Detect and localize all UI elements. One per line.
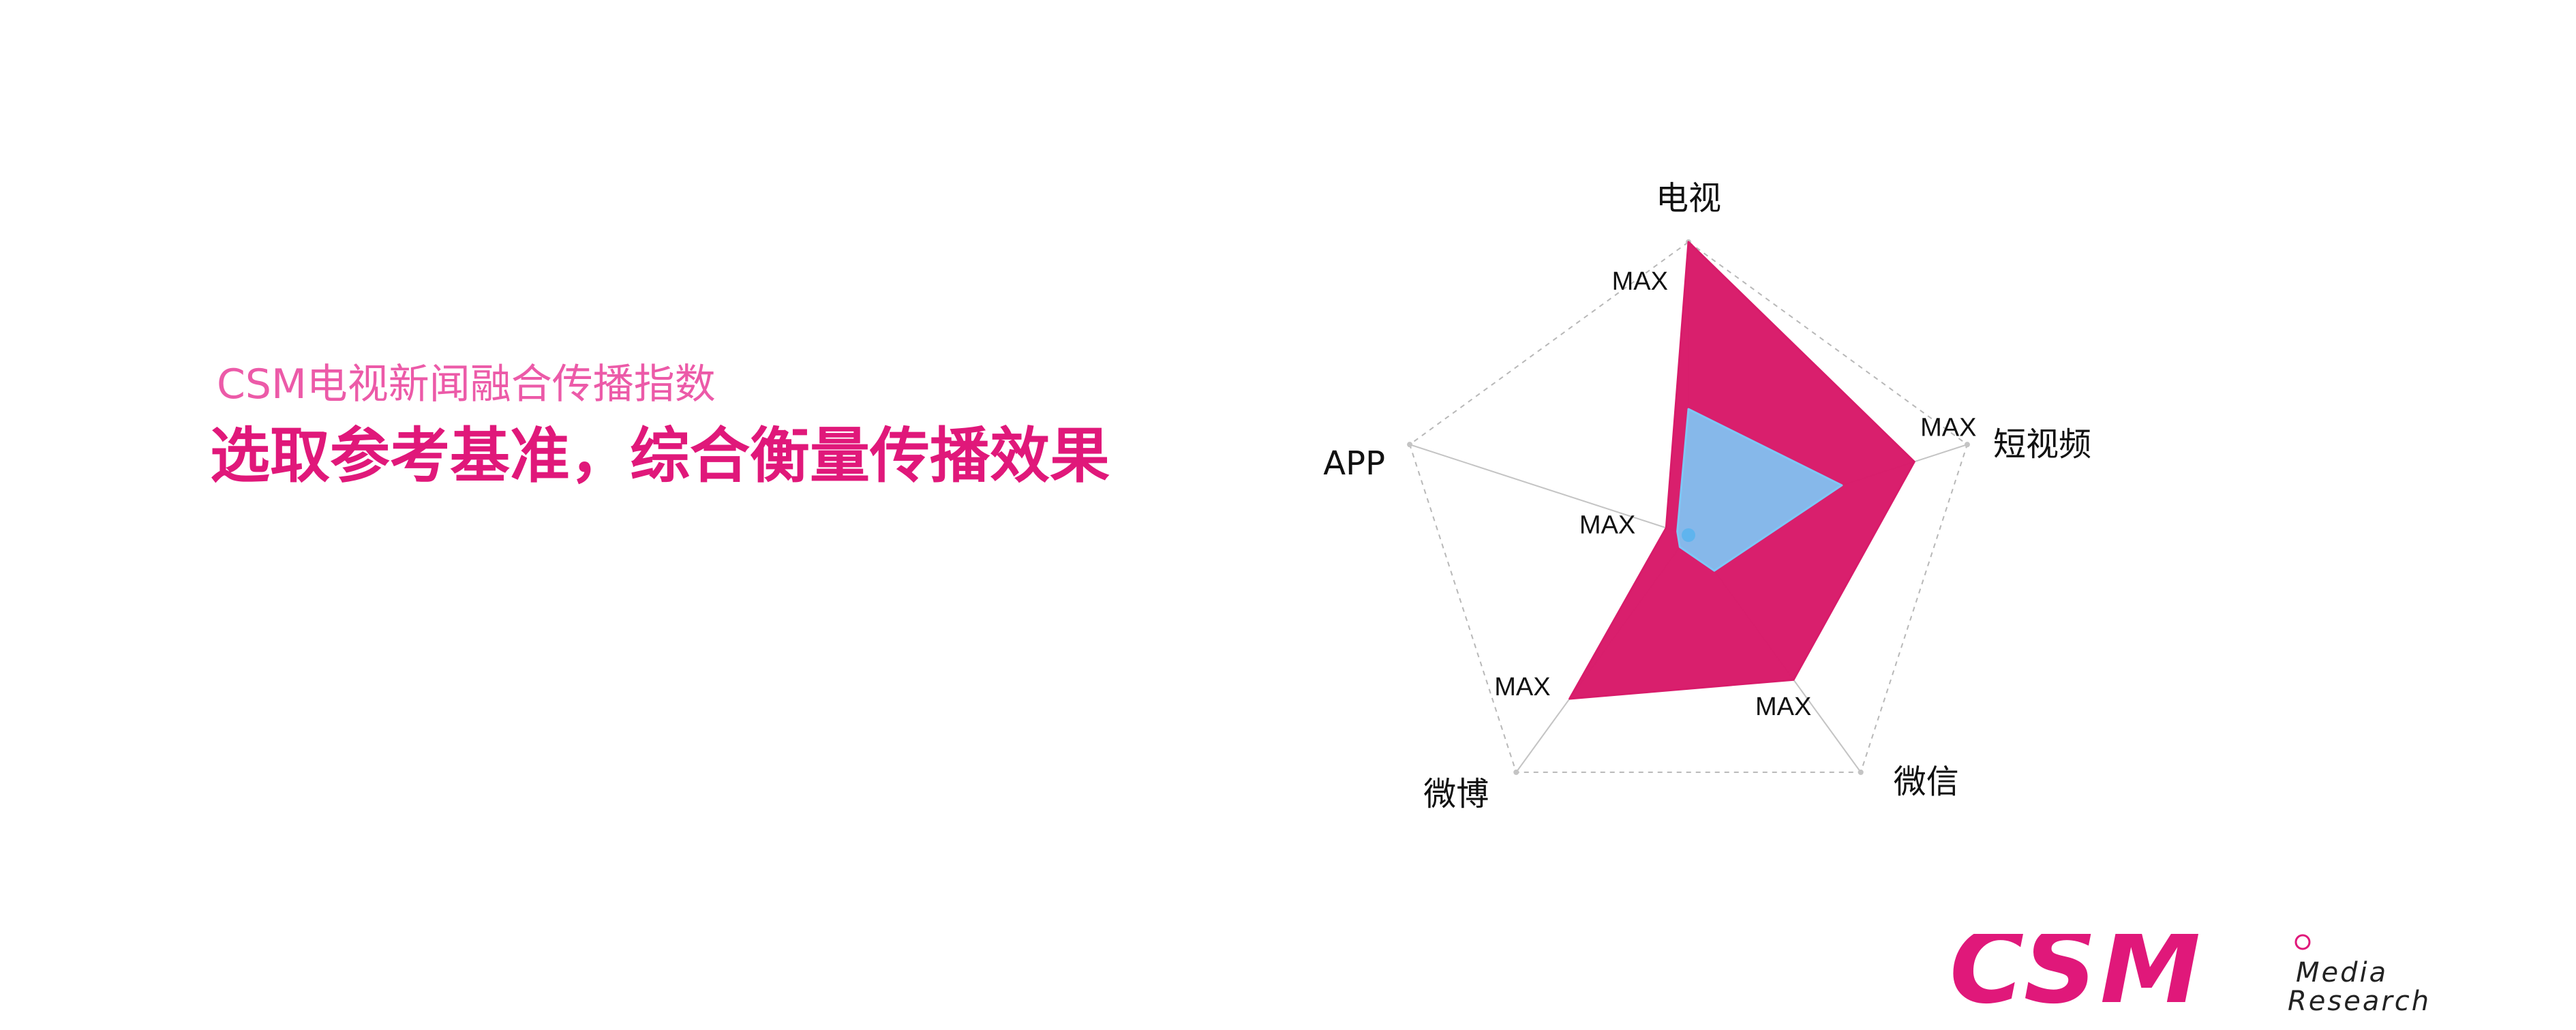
logo-brand: CSM — [1950, 934, 2204, 1023]
radar-center-point — [1682, 528, 1695, 542]
radar-series-2 — [1676, 408, 1843, 572]
axis-label: 短视频 — [1993, 425, 2091, 464]
logo-line-research: Research — [2288, 986, 2431, 1017]
max-label: MAX — [1494, 673, 1550, 701]
subtitle: CSM电视新闻融合传播指数 — [217, 361, 716, 408]
axis-label: 电视 — [1656, 179, 1721, 217]
max-label: MAX — [1920, 413, 1976, 442]
csm-logo: CSM Media Research — [1950, 934, 2431, 1023]
logo-line-media: Media — [2296, 957, 2388, 988]
axis-label: 微博 — [1423, 775, 1489, 813]
radar-spoke-end — [1964, 442, 1970, 448]
max-label: MAX — [1755, 693, 1811, 721]
radar-series — [1569, 241, 1915, 700]
max-label: MAX — [1612, 267, 1668, 296]
radar-spoke-end — [1407, 442, 1413, 448]
headline: 选取参考基准，综合衡量传播效果 — [210, 421, 1110, 491]
registered-mark-icon — [2294, 934, 2311, 950]
radar-spoke-end — [1513, 769, 1519, 775]
axis-label: APP — [1323, 444, 1385, 483]
radar-spoke-end — [1858, 769, 1864, 775]
radar-outer-grid — [1408, 241, 1969, 773]
radar-spoke — [1409, 444, 1689, 536]
max-label: MAX — [1579, 511, 1635, 539]
axis-label: 微信 — [1894, 763, 1959, 801]
